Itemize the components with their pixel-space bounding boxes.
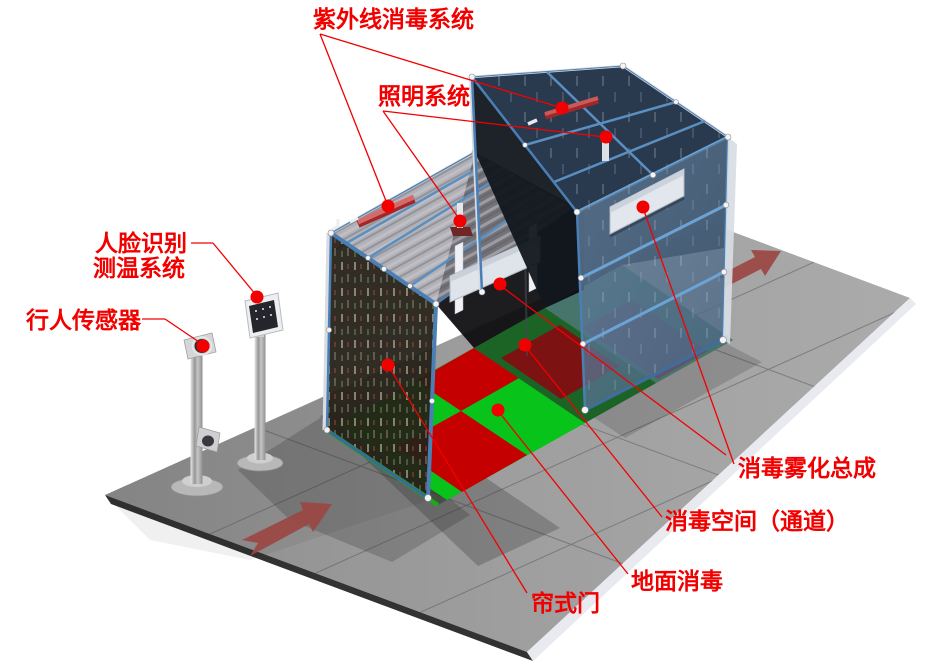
dot-ground-disinfection — [491, 403, 505, 417]
leader-disinfection-space — [525, 346, 663, 518]
callout-dots — [196, 101, 650, 417]
lamp-bracket-icon — [527, 118, 538, 126]
label-uv-system: 紫外线消毒系统 — [313, 6, 474, 33]
dot-pedestrian-sensor — [196, 339, 210, 353]
dot-uv-front — [381, 199, 395, 213]
chamber-roof-cross-beam — [546, 71, 654, 176]
label-pedestrian-sensor: 行人传感器 — [25, 307, 142, 334]
platform-edge-dark — [105, 495, 533, 661]
leader-uv-system — [319, 33, 563, 207]
callout-labels: 紫外线消毒系统 照明系统 人脸识别 测温系统 行人传感器 消毒雾化总成 消毒空间… — [25, 6, 876, 617]
leader-curtain-door — [388, 366, 528, 594]
label-lighting-system: 照明系统 — [378, 83, 470, 110]
lamp-bracket-icon — [329, 219, 340, 233]
dot-fogger-rear — [636, 200, 650, 214]
leader-atomizing-assembly — [500, 207, 735, 465]
frame-nodes-chamber — [468, 62, 732, 414]
wall-beam-2 — [582, 270, 725, 346]
face-recognition-pole — [236, 292, 284, 472]
roof-beam-1 — [367, 169, 510, 260]
label-face-recognition-line1: 人脸识别 — [95, 230, 187, 257]
exit-face-edge — [723, 137, 737, 344]
roof-beam-3 — [330, 166, 479, 254]
leader-lighting-system — [382, 110, 606, 221]
label-curtain-door: 帘式门 — [531, 590, 600, 617]
callout-lines — [142, 33, 735, 594]
dot-uv-rear — [555, 101, 569, 115]
dot-disinfection-space — [518, 338, 532, 352]
leader-ground-disinfection — [498, 411, 629, 575]
fogger-rear-body — [609, 168, 685, 235]
label-ground-disinfection: 地面消毒 — [631, 569, 723, 595]
light-fixture-rear — [602, 140, 609, 161]
entry-direction-arrow — [242, 502, 332, 556]
dot-face-recognition — [250, 290, 264, 304]
dot-light-front — [453, 214, 467, 228]
wall-beam-1 — [580, 203, 727, 280]
label-face-recognition-line2: 测温系统 — [93, 255, 185, 282]
label-disinfection-space: 消毒空间（通道） — [665, 508, 849, 535]
label-atomizing-assembly: 消毒雾化总成 — [738, 455, 876, 482]
junction-post — [470, 76, 484, 293]
leader-face-recognition — [191, 242, 257, 296]
dot-light-rear — [599, 130, 613, 144]
ground-disinfection-red-2 — [416, 348, 519, 411]
dot-fogger-front — [493, 277, 507, 291]
dot-curtain-door — [381, 358, 395, 372]
uv-lamp-rear — [527, 96, 600, 126]
screen-indicators — [255, 306, 272, 320]
leader-pedestrian-sensor — [142, 318, 203, 345]
fogger-rear — [609, 168, 685, 238]
curtain-strips — [327, 233, 436, 498]
